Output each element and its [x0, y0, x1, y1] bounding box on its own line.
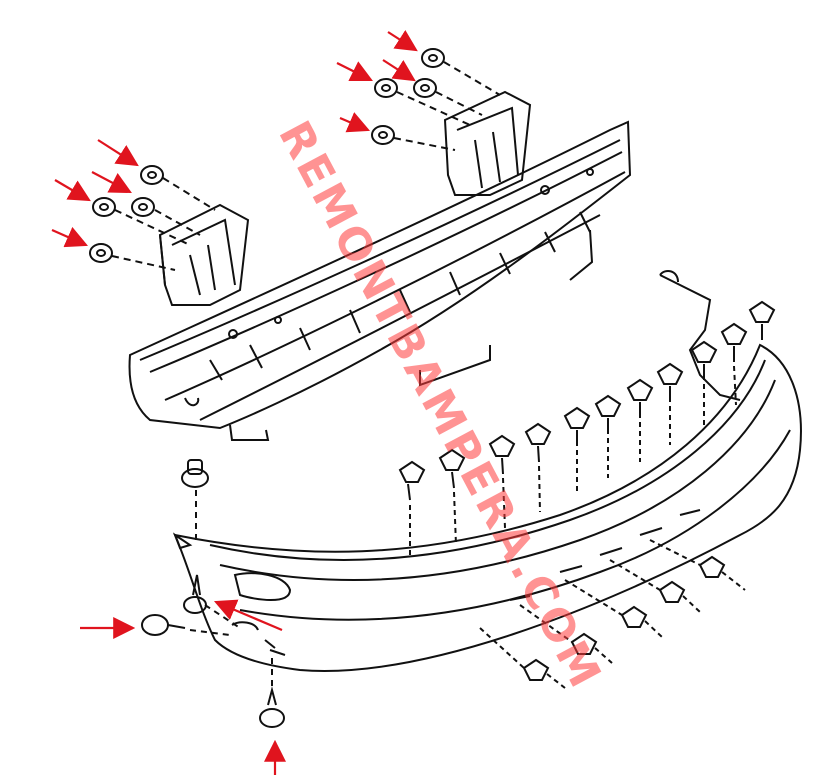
bolt: [141, 614, 231, 636]
bumper-cover: [172, 269, 802, 672]
screw: [183, 574, 241, 629]
arrow: [51, 226, 89, 248]
push-clip-row: [398, 300, 776, 558]
arrow: [91, 171, 132, 194]
arrow: [382, 59, 416, 82]
arrow: [54, 179, 91, 202]
right-nut-set: [371, 48, 501, 151]
nut: [131, 197, 155, 217]
screw: [259, 655, 285, 728]
nut: [140, 165, 164, 185]
bolt: [181, 459, 209, 545]
lower-clip-row: [479, 539, 746, 689]
arrow: [97, 139, 139, 167]
left-mount-bracket: [158, 203, 250, 306]
push-clip: [594, 394, 622, 478]
push-clip: [748, 300, 776, 340]
arrow: [336, 61, 373, 81]
push-clip: [438, 448, 466, 546]
push-clip: [524, 422, 552, 513]
bumper-reinforcement-beam: [128, 120, 632, 441]
push-clip: [690, 340, 718, 425]
push-clip: [563, 406, 591, 495]
push-clip: [720, 322, 748, 406]
push-clip: [609, 559, 701, 613]
push-clip: [564, 579, 663, 638]
nut: [413, 78, 437, 98]
side-fasteners: [141, 459, 285, 728]
arrow: [213, 599, 283, 632]
arrow: [387, 30, 418, 52]
push-clip: [656, 362, 684, 445]
push-clip: [479, 627, 566, 689]
arrow: [339, 112, 371, 133]
nut: [421, 48, 445, 68]
push-clip: [519, 604, 613, 664]
left-nut-set: [89, 165, 216, 271]
nut: [92, 197, 116, 217]
red-arrows: [51, 30, 418, 775]
push-clip: [649, 539, 746, 591]
push-clip: [488, 434, 516, 529]
nut: [89, 243, 113, 263]
right-mount-bracket: [443, 90, 532, 196]
push-clip: [398, 460, 426, 558]
nut: [371, 125, 395, 145]
nut: [374, 78, 398, 98]
push-clip: [626, 378, 654, 462]
